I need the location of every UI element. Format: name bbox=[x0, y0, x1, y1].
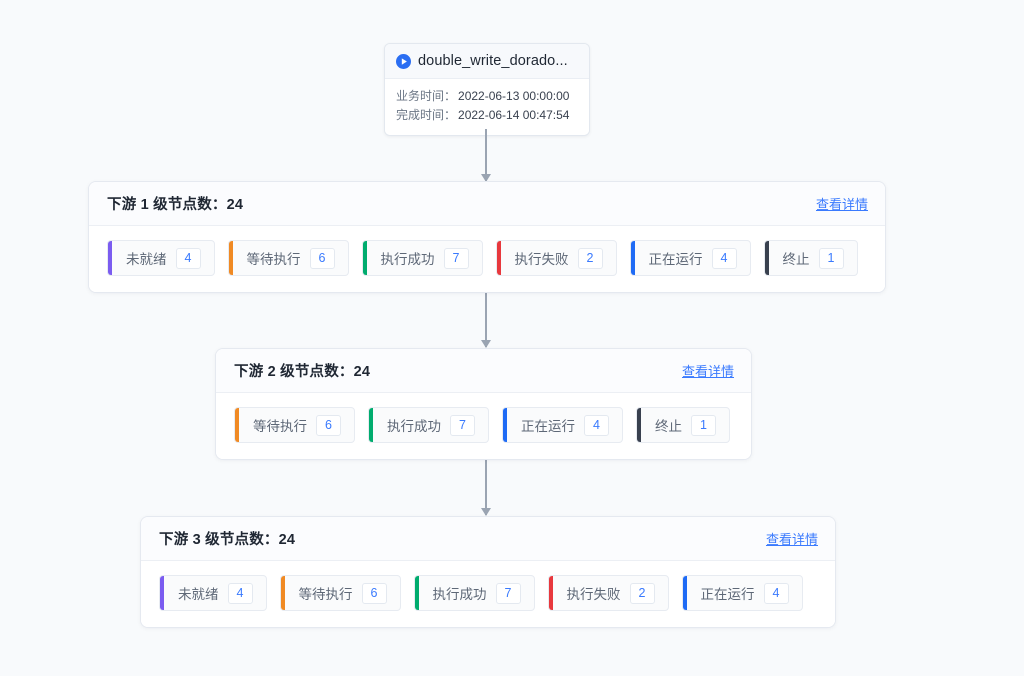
status-count-badge: 4 bbox=[711, 247, 737, 269]
status-chip-running[interactable]: 正在运行 4 bbox=[502, 407, 623, 443]
status-label: 终止 bbox=[782, 252, 810, 267]
status-chip-terminated[interactable]: 终止 1 bbox=[636, 407, 730, 443]
status-label: 执行失败 bbox=[566, 587, 621, 602]
downstream-level-1-card: 下游 1 级节点数：24 查看详情 未就绪 4 等待执行 6 执行成功 7 执行… bbox=[88, 181, 886, 293]
status-color-bar bbox=[548, 576, 553, 610]
status-count-badge: 6 bbox=[361, 582, 387, 604]
status-label: 等待执行 bbox=[298, 587, 353, 602]
status-color-bar bbox=[496, 241, 501, 275]
status-color-bar bbox=[414, 576, 419, 610]
status-chip-not-ready[interactable]: 未就绪 4 bbox=[107, 240, 215, 276]
status-label: 执行成功 bbox=[387, 419, 441, 434]
connector-level-2-to-level-3 bbox=[485, 459, 487, 515]
field-value: 2022-06-14 00:47:54 bbox=[458, 108, 570, 122]
status-color-bar bbox=[764, 241, 769, 275]
status-chip-failed[interactable]: 执行失败 2 bbox=[495, 240, 617, 276]
status-label: 执行失败 bbox=[514, 252, 569, 267]
status-color-bar bbox=[108, 241, 112, 275]
status-label: 正在运行 bbox=[648, 252, 703, 267]
level-2-header: 下游 2 级节点数：24 查看详情 bbox=[216, 349, 751, 393]
status-label: 等待执行 bbox=[253, 419, 307, 434]
status-chip-success[interactable]: 执行成功 7 bbox=[361, 240, 483, 276]
status-count-badge: 4 bbox=[584, 414, 609, 436]
level-1-header: 下游 1 级节点数：24 查看详情 bbox=[89, 182, 885, 226]
status-color-bar bbox=[362, 241, 367, 275]
status-chip-not-ready[interactable]: 未就绪 4 bbox=[159, 575, 267, 611]
level-3-header: 下游 3 级节点数：24 查看详情 bbox=[141, 517, 835, 561]
level-2-title: 下游 2 级节点数：24 bbox=[234, 364, 371, 380]
downstream-level-2-card: 下游 2 级节点数：24 查看详情 等待执行 6 执行成功 7 正在运行 4 终… bbox=[215, 348, 752, 460]
job-node-field-finish-time: 完成时间： 2022-06-14 00:47:54 bbox=[396, 106, 578, 125]
status-count-badge: 2 bbox=[629, 582, 655, 604]
field-label: 业务时间： bbox=[396, 89, 457, 103]
status-label: 正在运行 bbox=[521, 419, 575, 434]
status-count-badge: 7 bbox=[495, 582, 521, 604]
status-count-badge: 4 bbox=[763, 582, 789, 604]
status-chip-success[interactable]: 执行成功 7 bbox=[368, 407, 489, 443]
status-label: 等待执行 bbox=[246, 252, 301, 267]
status-color-bar bbox=[369, 408, 373, 442]
field-label: 完成时间： bbox=[396, 108, 457, 122]
status-chip-waiting[interactable]: 等待执行 6 bbox=[234, 407, 355, 443]
status-chip-failed[interactable]: 执行失败 2 bbox=[547, 575, 669, 611]
status-chip-terminated[interactable]: 终止 1 bbox=[763, 240, 858, 276]
field-value: 2022-06-13 00:00:00 bbox=[458, 89, 570, 103]
status-chip-success[interactable]: 执行成功 7 bbox=[413, 575, 535, 611]
level-1-title: 下游 1 级节点数：24 bbox=[107, 197, 244, 213]
play-circle-icon bbox=[396, 53, 411, 69]
connector-level-1-to-level-2 bbox=[485, 292, 487, 347]
status-label: 执行成功 bbox=[432, 587, 487, 602]
status-count-badge: 4 bbox=[227, 582, 253, 604]
level-2-view-details-link[interactable]: 查看详情 bbox=[681, 364, 734, 379]
status-color-bar bbox=[503, 408, 507, 442]
downstream-level-3-card: 下游 3 级节点数：24 查看详情 未就绪 4 等待执行 6 执行成功 7 执行… bbox=[140, 516, 836, 628]
connector-job-to-level-1 bbox=[485, 129, 487, 181]
status-count-badge: 4 bbox=[175, 247, 201, 269]
level-1-view-details-link[interactable]: 查看详情 bbox=[815, 197, 868, 212]
status-color-bar bbox=[235, 408, 239, 442]
status-label: 执行成功 bbox=[380, 252, 435, 267]
status-chip-running[interactable]: 正在运行 4 bbox=[629, 240, 751, 276]
status-count-badge: 2 bbox=[577, 247, 603, 269]
job-node-field-business-time: 业务时间： 2022-06-13 00:00:00 bbox=[396, 87, 578, 106]
status-label: 未就绪 bbox=[126, 252, 167, 267]
status-label: 未就绪 bbox=[178, 587, 219, 602]
status-color-bar bbox=[637, 408, 641, 442]
status-chip-running[interactable]: 正在运行 4 bbox=[681, 575, 803, 611]
status-chip-waiting[interactable]: 等待执行 6 bbox=[227, 240, 349, 276]
status-count-badge: 1 bbox=[818, 247, 844, 269]
job-node-body: 业务时间： 2022-06-13 00:00:00 完成时间： 2022-06-… bbox=[385, 79, 589, 135]
status-color-bar bbox=[630, 241, 635, 275]
status-count-badge: 6 bbox=[316, 414, 341, 436]
level-1-status-list: 未就绪 4 等待执行 6 执行成功 7 执行失败 2 正在运行 4 bbox=[89, 226, 885, 292]
job-node-card[interactable]: double_write_dorado... 业务时间： 2022-06-13 … bbox=[384, 43, 590, 136]
status-label: 正在运行 bbox=[700, 587, 755, 602]
level-3-title: 下游 3 级节点数：24 bbox=[159, 532, 296, 548]
status-label: 终止 bbox=[655, 419, 682, 434]
status-count-badge: 7 bbox=[450, 414, 475, 436]
job-node-title: double_write_dorado... bbox=[418, 53, 568, 69]
status-color-bar bbox=[228, 241, 233, 275]
level-3-view-details-link[interactable]: 查看详情 bbox=[765, 532, 818, 547]
status-color-bar bbox=[682, 576, 687, 610]
status-color-bar bbox=[160, 576, 164, 610]
status-count-badge: 6 bbox=[309, 247, 335, 269]
job-node-header: double_write_dorado... bbox=[385, 44, 589, 79]
level-2-status-list: 等待执行 6 执行成功 7 正在运行 4 终止 1 bbox=[216, 393, 751, 459]
status-count-badge: 7 bbox=[443, 247, 469, 269]
status-chip-waiting[interactable]: 等待执行 6 bbox=[279, 575, 401, 611]
level-3-status-list: 未就绪 4 等待执行 6 执行成功 7 执行失败 2 正在运行 4 bbox=[141, 561, 835, 627]
status-count-badge: 1 bbox=[691, 414, 716, 436]
status-color-bar bbox=[280, 576, 285, 610]
